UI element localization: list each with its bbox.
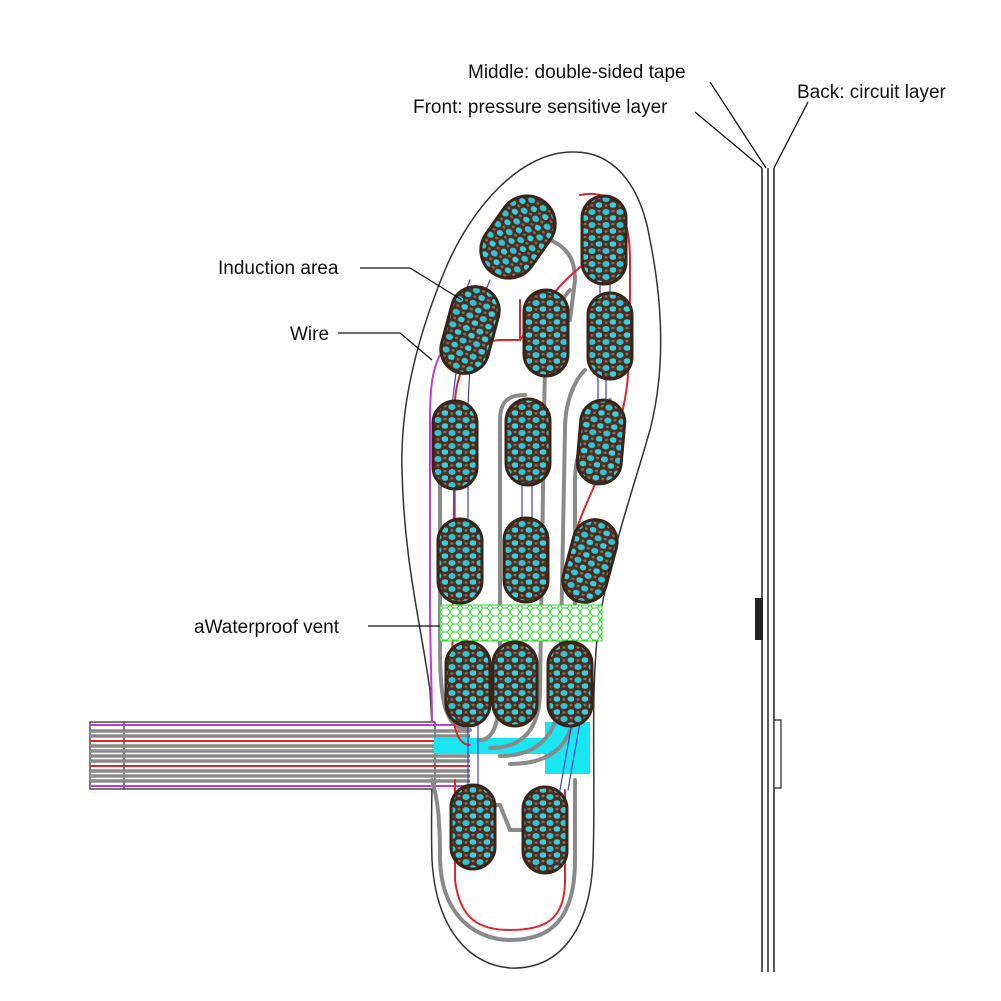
label-middle: Middle: double-sided tape bbox=[468, 62, 686, 83]
induction-pad bbox=[504, 397, 552, 487]
side-view-layers bbox=[755, 168, 782, 972]
induction-pad bbox=[436, 517, 484, 605]
induction-pad bbox=[444, 640, 492, 728]
induction-pad bbox=[546, 640, 594, 728]
waterproof-vent bbox=[439, 604, 603, 642]
induction-pad bbox=[521, 785, 569, 875]
cable-ribbon bbox=[89, 721, 470, 790]
label-back: Back: circuit layer bbox=[797, 82, 947, 103]
leader-lines bbox=[338, 81, 809, 627]
induction-pad bbox=[491, 640, 539, 728]
induction-pad bbox=[439, 285, 501, 375]
wire-trace bbox=[521, 479, 533, 521]
induction-pad bbox=[580, 194, 628, 286]
wire-trace bbox=[430, 778, 577, 943]
wire-trace bbox=[467, 721, 479, 791]
induction-pad bbox=[586, 291, 634, 381]
induction-pad bbox=[522, 288, 570, 378]
induction-pad bbox=[479, 194, 557, 280]
induction-pad bbox=[502, 516, 550, 604]
label-induction: Induction area bbox=[218, 258, 339, 279]
label-vent: aWaterproof vent bbox=[194, 617, 340, 638]
label-wire: Wire bbox=[290, 324, 329, 345]
wire-trace bbox=[454, 779, 566, 932]
sensor-array bbox=[431, 194, 634, 875]
wire-trace bbox=[559, 721, 581, 791]
wire-trace bbox=[429, 354, 441, 723]
induction-pad bbox=[561, 518, 619, 604]
induction-pad bbox=[575, 398, 627, 486]
label-front: Front: pressure sensitive layer bbox=[413, 97, 668, 118]
induction-pad bbox=[431, 399, 479, 491]
induction-pad bbox=[449, 783, 497, 871]
insole-outline bbox=[401, 151, 662, 969]
